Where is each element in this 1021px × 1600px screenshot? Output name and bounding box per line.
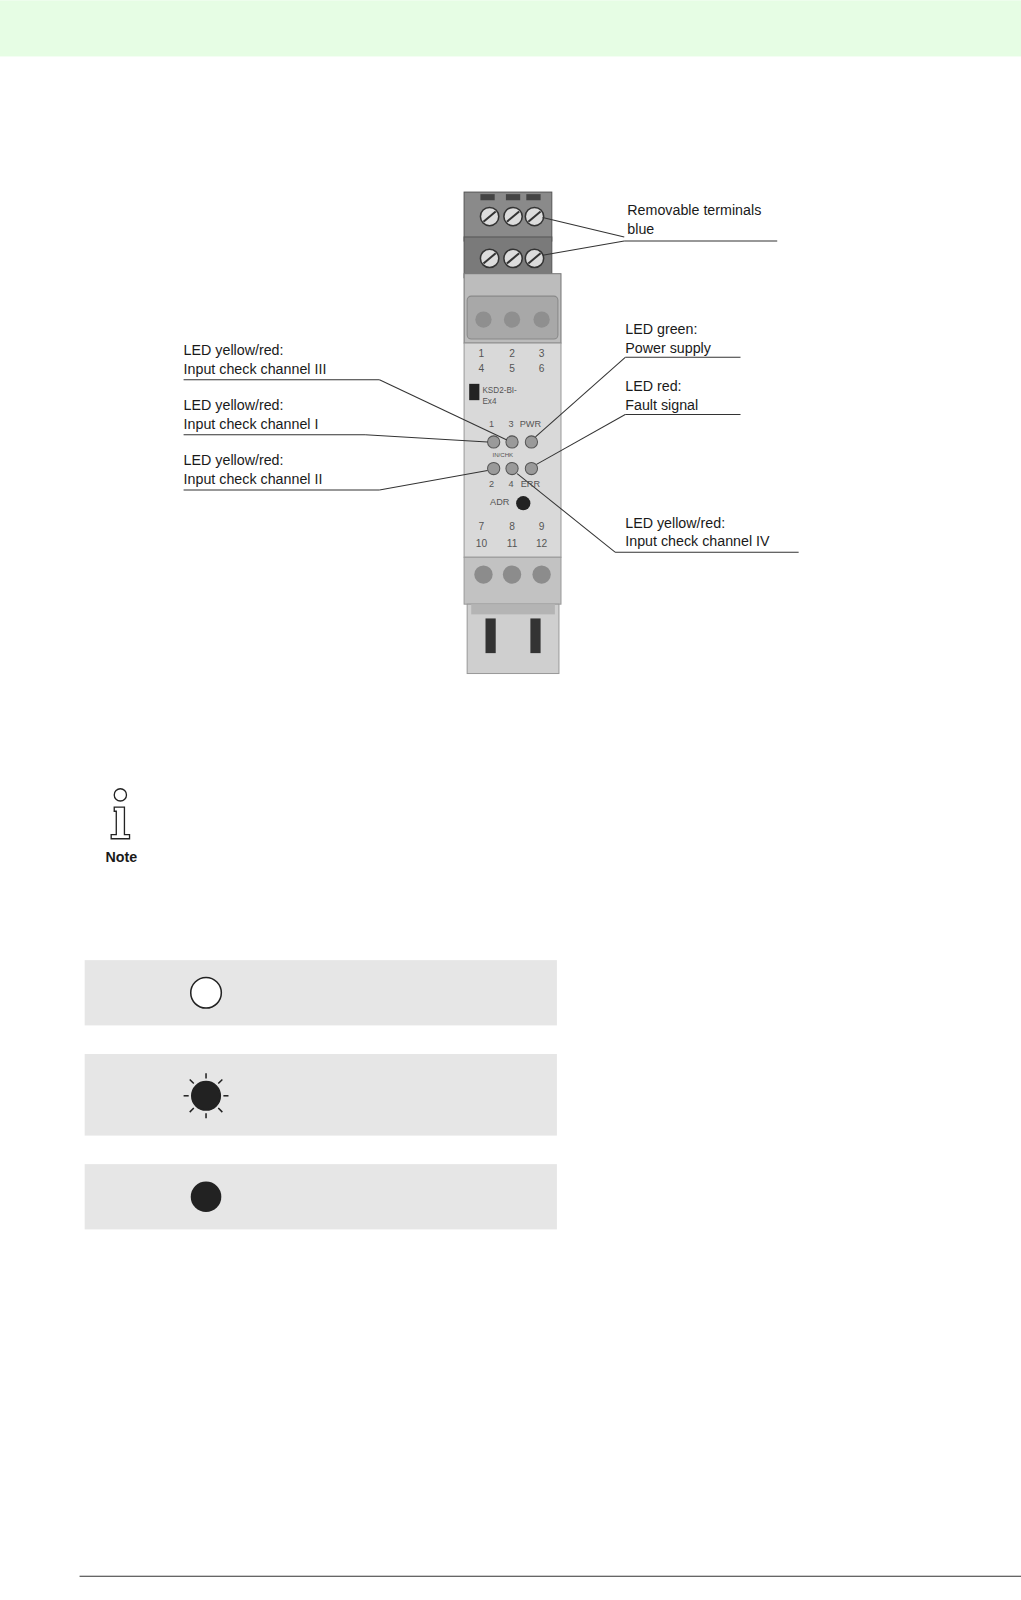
legend-row — [85, 1164, 557, 1229]
terminal-number: 10 — [476, 538, 487, 550]
callout-label: Fault signal — [625, 397, 698, 413]
led-off-symbol — [191, 977, 222, 1008]
callout-label: Input check channel IV — [625, 533, 769, 549]
header-band — [0, 0, 1021, 56]
callout-label: LED red: — [625, 378, 681, 394]
led-marking: 2 — [489, 479, 494, 490]
led-on-symbol — [191, 1181, 222, 1212]
terminal-number: 4 — [479, 363, 485, 375]
callout-label: LED yellow/red: — [184, 342, 284, 358]
callout-label: Input check channel I — [184, 416, 319, 432]
legend-row — [85, 960, 557, 1025]
footer-rule — [80, 1576, 1021, 1577]
callout-label: LED yellow/red: — [184, 452, 284, 468]
terminal-number: 9 — [539, 521, 545, 533]
led-marking: 4 — [508, 479, 513, 490]
callout-label: Input check channel III — [184, 361, 327, 377]
terminal-number: 1 — [479, 348, 485, 360]
led-flashing-symbol — [184, 1073, 229, 1118]
terminal-number: 7 — [479, 521, 485, 533]
led-marking: PWR — [520, 419, 541, 430]
terminal-number: 12 — [536, 538, 547, 550]
note-icon — [111, 789, 129, 839]
callout-label: Removable terminals — [627, 202, 761, 218]
note-label: Note — [106, 849, 138, 865]
terminal-number: 2 — [509, 348, 515, 360]
led-marking: 3 — [508, 419, 513, 430]
device-type-marking: KSD2-BI- — [482, 386, 516, 395]
led-marking: ERR — [521, 479, 540, 490]
terminal-number: 3 — [539, 348, 545, 360]
callout-label: Input check channel II — [184, 471, 323, 487]
device-illustration — [464, 192, 561, 673]
led-marking: 1 — [489, 419, 494, 430]
callout-label: Power supply — [625, 340, 711, 356]
led-marking: IN/CHK — [492, 451, 513, 458]
terminal-number: 11 — [507, 538, 518, 550]
callout-label: blue — [627, 221, 654, 237]
callout-label: LED green: — [625, 321, 697, 337]
legend-row — [85, 1054, 557, 1136]
callout-label: LED yellow/red: — [184, 397, 284, 413]
leader-lines — [184, 218, 799, 553]
terminal-number: 5 — [509, 363, 515, 375]
callout-label: LED yellow/red: — [625, 515, 725, 531]
button-marking: ADR — [490, 497, 509, 508]
terminal-number: 6 — [539, 363, 545, 375]
terminal-number: 8 — [509, 521, 515, 533]
device-type-marking: Ex4 — [482, 397, 496, 406]
